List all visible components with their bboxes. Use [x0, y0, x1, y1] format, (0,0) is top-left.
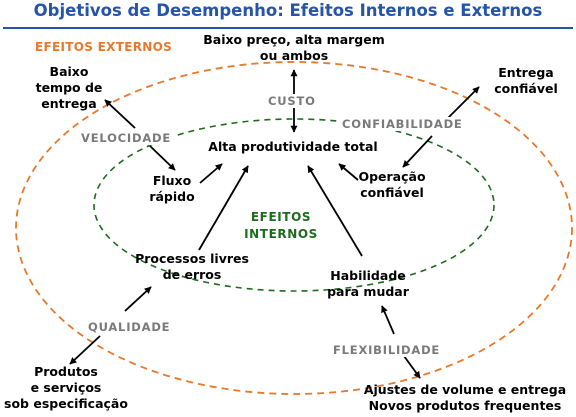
internal-effect-qualidade-line2: de erros [162, 267, 222, 282]
internal-effect-flexibilidade-line1: Habilidade [330, 268, 406, 283]
external-effect-flexibilidade: Ajustes de volume e entrega Novos produt… [358, 382, 572, 414]
objective-flexibilidade: FLEXIBILIDADE [330, 343, 444, 357]
confiabilidade-internal-arrow [402, 135, 433, 168]
internal-effect-confiabilidade: Operação confiável [352, 169, 432, 201]
internal-effect-qualidade: Processos livres de erros [130, 251, 254, 283]
external-effect-velocidade-line2: tempo de [35, 80, 103, 95]
objective-qualidade: QUALIDADE [85, 320, 174, 334]
external-effects-ring [15, 61, 573, 395]
internal-effect-flexibilidade: Habilidade para mudar [320, 268, 416, 300]
external-effect-custo: Baixo preço, alta margem ou ambos [200, 32, 388, 64]
internal-effect-velocidade-line1: Fluxo [152, 173, 192, 188]
velocidade-internal-arrow [149, 145, 176, 171]
internal-effects-ring [93, 118, 495, 292]
external-effect-velocidade-line3: entrega [41, 96, 97, 111]
external-effect-qualidade-line3: sob especificação [4, 396, 128, 411]
internal-effect-confiabilidade-line2: confiável [360, 185, 424, 200]
flexibilidade-external-arrow [403, 355, 421, 379]
external-effect-qualidade-line2: e serviços [30, 380, 102, 395]
internal-effect-qualidade-line1: Processos livres [135, 251, 249, 266]
page-title: Objetivos de Desempenho: Efeitos Interno… [33, 1, 543, 20]
external-effect-confiabilidade-line2: confiável [494, 81, 558, 96]
internal-effect-confiabilidade-line1: Operação [358, 169, 426, 184]
external-effects-label: EFEITOS EXTERNOS [35, 40, 173, 54]
objective-velocidade: VELOCIDADE [78, 131, 175, 145]
external-effect-confiabilidade: Entrega confiável [486, 65, 566, 97]
processos-to-productivity-arrow [198, 165, 249, 251]
internal-effect-center: Alta produtividade total [208, 139, 378, 154]
title-underline [3, 27, 573, 29]
internal-effects-label: EFEITOS INTERNOS [236, 209, 326, 243]
fluxo-to-productivity-arrow [199, 163, 223, 184]
internal-effect-flexibilidade-line2: para mudar [327, 284, 409, 299]
qualidade-internal-arrow [124, 286, 152, 312]
external-effect-qualidade: Produtos e serviços sob especificação [2, 364, 130, 412]
external-effect-velocidade-line1: Baixo [49, 64, 89, 79]
velocidade-external-arrow [104, 99, 136, 129]
objective-custo: CUSTO [265, 94, 319, 108]
internal-effect-velocidade-line2: rápido [149, 189, 195, 204]
internal-effects-label-line2: INTERNOS [244, 227, 318, 241]
habilidade-to-productivity-arrow [307, 165, 363, 257]
qualidade-external-arrow [69, 335, 101, 365]
external-effect-flexibilidade-line1: Ajustes de volume e entrega [363, 382, 567, 397]
flexibilidade-internal-arrow [381, 305, 395, 335]
internal-effects-label-line1: EFEITOS [250, 210, 312, 224]
external-effect-flexibilidade-line2: Novos produtos frequentes [368, 398, 562, 413]
internal-effect-velocidade: Fluxo rápido [142, 173, 202, 205]
external-effect-confiabilidade-line1: Entrega [498, 65, 554, 80]
external-effect-velocidade: Baixo tempo de entrega [34, 64, 104, 112]
operacao-to-productivity-arrow [338, 163, 359, 181]
objective-confiabilidade: CONFIABILIDADE [339, 117, 466, 131]
external-effect-custo-line2: ou ambos [259, 48, 329, 63]
external-effect-qualidade-line1: Produtos [34, 364, 98, 379]
external-effect-custo-line1: Baixo preço, alta margem [203, 32, 385, 47]
